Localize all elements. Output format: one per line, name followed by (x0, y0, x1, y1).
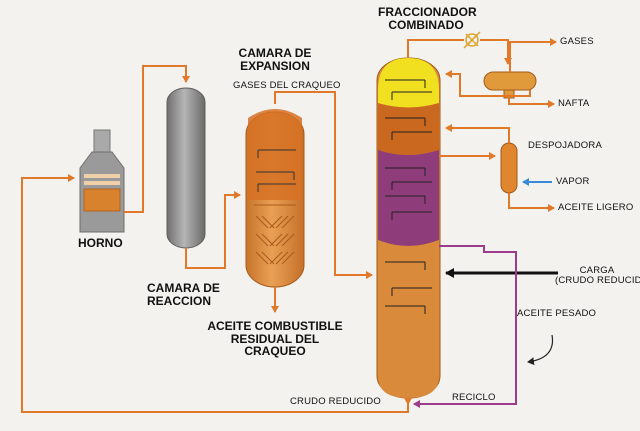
aceite-combustible-line-3: CRAQUEO (244, 344, 306, 359)
crudo-reducido-label: CRUDO REDUCIDO (290, 396, 381, 407)
gases-label: GASES (560, 36, 594, 47)
stripper-vessel (500, 142, 518, 194)
reaction-chamber-vessel (166, 87, 206, 249)
nafta-label: NAFTA (558, 98, 590, 109)
reciclo-label: RECICLO (452, 392, 496, 403)
condenser-icon (463, 31, 481, 49)
fraccionador-label: FRACCIONADOR COMBINADO (378, 5, 477, 32)
gas-separator-drum (483, 71, 537, 99)
carga-label: CARGA (CRUDO REDUCIDO) (555, 265, 640, 286)
aceite-combustible-label: ACEITE COMBUSTIBLE RESIDUAL DEL CRAQUEO (205, 320, 345, 358)
camara-expansion-line-1: CAMARA DE (238, 46, 312, 60)
carga-line-2: (CRUDO REDUCIDO) (555, 274, 640, 286)
carga-line-1: CARGA (579, 265, 615, 276)
aceite-combustible-line-1: ACEITE COMBUSTIBLE (207, 319, 343, 333)
gases-craqueo-label: GASES DEL CRAQUEO (233, 80, 341, 91)
camara-reaccion-line-2: REACCION (147, 293, 212, 308)
aceite-pesado-label: ACEITE PESADO (517, 308, 597, 319)
horno-furnace (79, 129, 125, 233)
reciclo-line (413, 245, 517, 408)
despojadora-label: DESPOJADORA (528, 140, 602, 151)
fractionator-column (376, 57, 441, 399)
camara-reaccion-line-1: CAMARA DE (147, 281, 220, 295)
vapor-label: VAPOR (556, 176, 590, 187)
camara-reaccion-label: CAMARA DE REACCION (147, 282, 220, 307)
camara-expansion-line-2: EXPANSION (240, 58, 310, 73)
aceite-pesado-arrow (527, 334, 554, 366)
expansion-chamber-vessel (245, 109, 305, 288)
camara-expansion-label: CAMARA DE EXPANSION (230, 47, 320, 72)
orange-flow-lines (21, 38, 557, 413)
horno-label: HORNO (78, 236, 123, 250)
fraccionador-line-1: FRACCIONADOR (378, 5, 477, 19)
aceite-ligero-label: ACEITE LIGERO (558, 202, 634, 213)
fraccionador-line-2: COMBINADO (388, 17, 464, 32)
aceite-combustible-line-2: RESIDUAL DEL (230, 331, 320, 346)
